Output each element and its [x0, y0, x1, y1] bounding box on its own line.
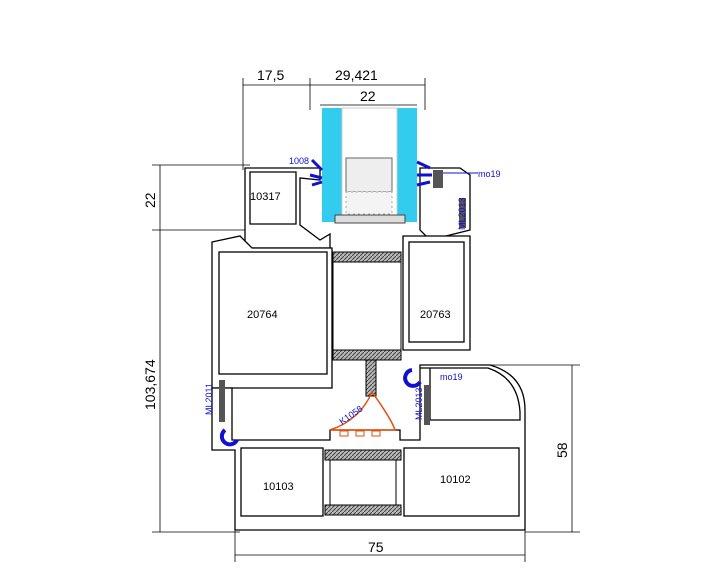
- frame-corner: [420, 367, 521, 421]
- dim-right: 58: [554, 442, 570, 458]
- sash-top-profile: [244, 167, 471, 249]
- dim-bottom: 75: [368, 539, 384, 555]
- dim-left-upper: 22: [142, 192, 158, 208]
- dim-glass: 22: [360, 88, 376, 104]
- label-sash-right: 20763: [420, 309, 451, 321]
- frame-thermal-break: [324, 449, 402, 516]
- sash-left-chamber: [218, 251, 328, 375]
- label-frame-right: 10102: [440, 474, 471, 486]
- sash-thermal-break: [332, 251, 402, 397]
- dim-left-total: 103,674: [142, 359, 158, 410]
- gasket-glazing-right: mo19: [478, 169, 501, 179]
- dim-top-left: 17,5: [257, 67, 284, 83]
- gasket-frame-right: ML2013: [414, 387, 424, 420]
- label-frame-left: 10103: [263, 481, 294, 493]
- label-sash-top: 10317: [250, 191, 281, 203]
- gaskets: [219, 158, 478, 447]
- gasket-sash: mo19: [440, 372, 463, 382]
- sash-right-chamber: [408, 241, 465, 343]
- gasket-glazing-left: 1008: [289, 156, 309, 166]
- gasket-center: K1058: [337, 404, 364, 427]
- dim-top-right: 29,421: [335, 67, 378, 83]
- frame-right-chamber: [403, 447, 520, 517]
- gasket-frame-left: ML2011: [204, 383, 214, 415]
- dimension-lines: [152, 78, 580, 562]
- frame-left-chamber: [240, 447, 324, 517]
- glass-unit: [322, 107, 417, 224]
- gasket-bead: ML2013: [457, 197, 467, 230]
- label-sash-left: 20764: [247, 309, 278, 321]
